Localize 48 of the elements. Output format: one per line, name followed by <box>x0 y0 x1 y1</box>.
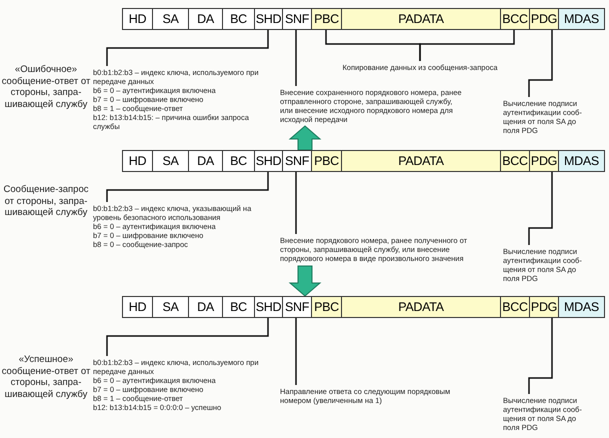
frame-field: SHD <box>254 150 283 172</box>
frame-field: PBC <box>311 296 342 318</box>
frame-field: DA <box>188 296 223 318</box>
leader-line <box>528 318 553 394</box>
frame-field: PDG <box>529 150 559 172</box>
frame-field: SA <box>152 150 189 172</box>
frame-field: BCC <box>500 150 530 172</box>
leader-line <box>106 172 269 202</box>
frame-field: BCC <box>500 8 530 30</box>
leader-line <box>106 318 269 356</box>
frame-field: PBC <box>311 8 342 30</box>
leader-line <box>419 30 515 61</box>
frame-field: PDG <box>529 8 559 30</box>
frame-field: SNF <box>282 296 312 318</box>
frame-field: BCC <box>500 296 530 318</box>
frame-field: PADATA <box>341 8 501 30</box>
frame-field: SA <box>152 296 189 318</box>
frame-field: HD <box>122 150 153 172</box>
frame-field: SNF <box>282 150 312 172</box>
leader-line <box>528 172 553 245</box>
leader-line <box>295 172 297 234</box>
frame-field: PBC <box>311 150 342 172</box>
frame-field: SHD <box>254 296 283 318</box>
frame-field: HD <box>122 8 153 30</box>
leader-line <box>528 30 553 97</box>
leader-line <box>295 318 297 385</box>
frame-field: MDAS <box>558 150 605 172</box>
frame-field: SA <box>152 8 189 30</box>
frame-field: SNF <box>282 8 312 30</box>
frame-field: BC <box>222 296 255 318</box>
frame-field: MDAS <box>558 8 605 30</box>
frame-field: HD <box>122 296 153 318</box>
message-type-label: «Ошибочное» сообщение-ответ от стороны, запра-шивающей службу <box>1 64 91 110</box>
frame-field: BC <box>222 8 255 30</box>
message-type-label: «Успешное» сообщение-ответ от стороны, запра-шивающей службу <box>1 354 91 400</box>
frame-field: BC <box>222 150 255 172</box>
frame-field: SHD <box>254 8 283 30</box>
block-arrow <box>288 266 322 297</box>
frame-field: PADATA <box>341 296 501 318</box>
frame-field: DA <box>188 150 223 172</box>
frame-field: MDAS <box>558 296 605 318</box>
block-arrow <box>288 125 322 150</box>
leader-line <box>295 30 297 86</box>
message-type-label: Сообщение-запрос от стороны, запра-шивающей службу <box>2 184 90 218</box>
frame-field: PDG <box>529 296 559 318</box>
frame-field: PADATA <box>341 150 501 172</box>
leader-line <box>106 30 269 66</box>
frame-field: DA <box>188 8 223 30</box>
